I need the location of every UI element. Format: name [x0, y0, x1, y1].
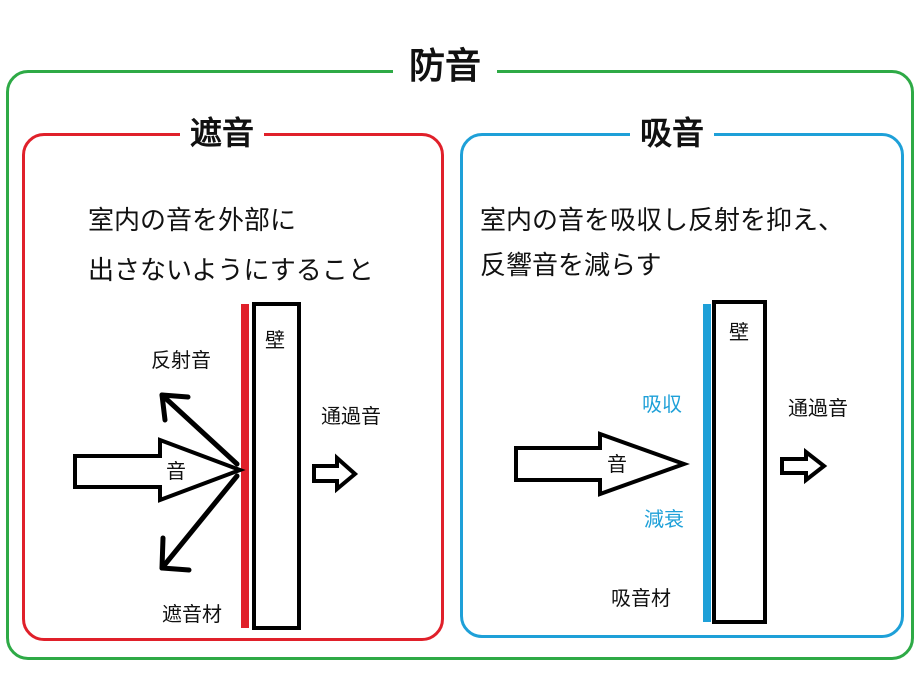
right-description-line2: 反響音を減らす [480, 251, 662, 281]
absorption-material-label: 吸音材 [611, 586, 671, 610]
reflected-sound-arrow-up [159, 392, 240, 467]
right-sound-label: 音 [607, 452, 627, 476]
right-description-line1: 室内の音を吸収し反射を抑え、 [480, 206, 845, 236]
left-title: 遮音 [180, 117, 264, 153]
left-wall [252, 302, 301, 630]
reflected-sound-arrow-down [159, 473, 240, 573]
right-wall-label: 壁 [729, 320, 749, 344]
absorption-material [703, 304, 711, 622]
attenuate-label: 減衰 [644, 507, 684, 531]
left-description-line2: 出さないようにすること [88, 256, 374, 286]
reflected-sound-label: 反射音 [151, 348, 211, 372]
left-sound-label: 音 [166, 459, 186, 483]
left-transmitted-arrow [312, 453, 359, 494]
insulation-material-label: 遮音材 [162, 602, 222, 626]
left-transmitted-label: 通過音 [321, 404, 381, 428]
left-sound-arrow [73, 437, 246, 503]
right-sound-arrow [514, 431, 690, 497]
main-title: 防音 [393, 48, 497, 88]
left-description-line1: 室内の音を外部に [88, 206, 297, 236]
absorb-label: 吸収 [642, 392, 682, 416]
right-wall [712, 300, 767, 624]
right-transmitted-arrow [780, 447, 828, 485]
right-title: 吸音 [630, 117, 714, 153]
right-transmitted-label: 通過音 [788, 396, 848, 420]
left-wall-label: 壁 [265, 328, 285, 352]
insulation-material [241, 304, 249, 628]
